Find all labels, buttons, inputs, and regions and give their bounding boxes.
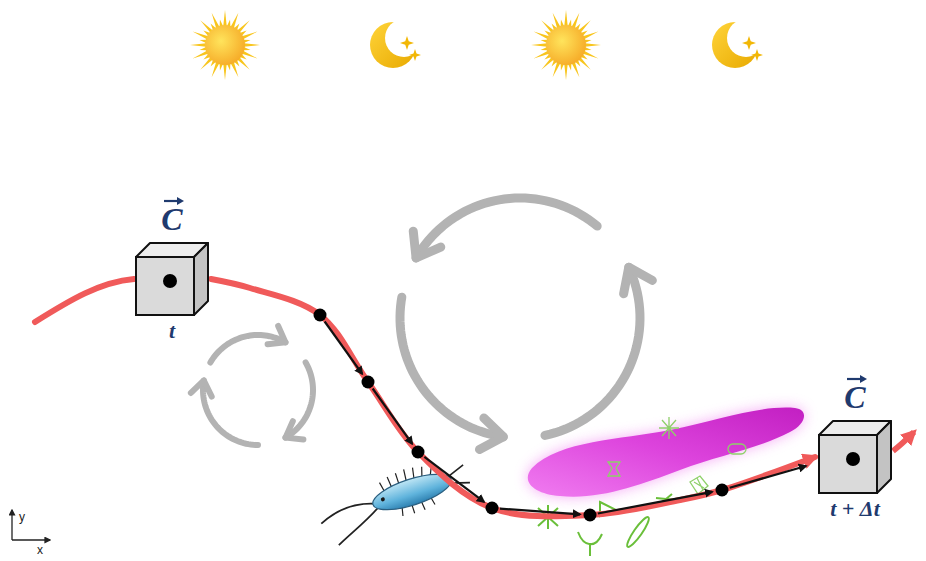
diatom xyxy=(608,462,620,476)
sun-ray xyxy=(223,10,226,26)
diatom xyxy=(728,444,746,454)
sun-ray xyxy=(531,43,547,46)
crescent xyxy=(712,22,758,68)
axis-label: x xyxy=(37,544,43,556)
step-arrow xyxy=(373,389,413,444)
particle-position xyxy=(716,484,729,497)
axis-label: y xyxy=(19,511,25,523)
trajectory-tail xyxy=(893,432,914,451)
small-eddy xyxy=(191,326,313,445)
eddy-arrowhead xyxy=(479,418,503,449)
sun-ray xyxy=(190,43,206,46)
star-icon xyxy=(751,49,763,61)
diatom-cup xyxy=(578,532,602,556)
diatom-sketches xyxy=(608,417,746,494)
sun-ray xyxy=(244,43,260,46)
trajectory-path xyxy=(211,279,815,516)
sun-ray xyxy=(572,62,580,78)
particle-dot xyxy=(846,452,860,466)
patch-body xyxy=(528,408,804,497)
vector-label-group: C xyxy=(159,196,185,237)
vector-arrow-shaft xyxy=(164,200,179,202)
sun-ray xyxy=(223,64,226,80)
eddy-arrowhead xyxy=(286,421,304,439)
particle-position xyxy=(584,509,597,522)
step-arrow xyxy=(598,492,712,514)
sun-ray xyxy=(564,64,567,80)
eddy-arrowhead xyxy=(413,231,440,258)
eddy-arrowhead xyxy=(268,326,286,344)
patch-glow xyxy=(528,408,804,497)
eddy-arrowhead xyxy=(191,380,212,396)
sample-volume: Ct + Δt xyxy=(817,374,893,520)
sun-icon xyxy=(531,10,601,80)
particle-dot xyxy=(163,274,177,288)
particle-position xyxy=(362,376,375,389)
time-label: t xyxy=(169,319,175,342)
step-arrow xyxy=(500,509,580,515)
concentration-vector: C xyxy=(844,381,865,415)
large-eddy xyxy=(400,198,652,450)
diatom-needle xyxy=(624,515,651,549)
sun-ray xyxy=(534,51,550,59)
cube-front xyxy=(819,435,877,493)
vector-label-group: C xyxy=(842,374,868,415)
particle-position xyxy=(486,502,499,515)
copepod-bristles xyxy=(313,451,476,548)
eddy-arrows xyxy=(191,198,652,450)
sun-ray xyxy=(242,32,258,40)
sun-ray xyxy=(553,13,561,29)
vector-arrow-shaft xyxy=(847,378,862,380)
copepod xyxy=(313,451,476,548)
cube-side xyxy=(194,243,208,315)
star-icon xyxy=(742,36,756,50)
sun-ray xyxy=(564,10,567,26)
cube-volume xyxy=(134,241,210,317)
step-arrow xyxy=(730,466,806,488)
copepod-eye xyxy=(380,497,385,502)
copepod-bristles-part xyxy=(332,508,385,545)
day-night-cycle xyxy=(190,10,763,80)
star-icon xyxy=(409,49,421,61)
step-arrow xyxy=(424,457,484,502)
lagrangian-steps xyxy=(314,309,807,522)
sample-volume: Ct xyxy=(134,196,210,342)
eddy-arrowhead xyxy=(624,267,653,294)
sun-ray xyxy=(231,62,239,78)
cube-volume xyxy=(817,419,893,495)
crescent xyxy=(370,22,416,68)
time-label: t + Δt xyxy=(830,497,880,520)
star-icon xyxy=(400,36,414,50)
step-arrow xyxy=(325,322,363,374)
sun-disc xyxy=(205,25,245,65)
trajectory-tail xyxy=(35,279,134,322)
sun-ray xyxy=(193,51,209,59)
moon-icon xyxy=(712,22,763,68)
sun-ray xyxy=(585,43,601,46)
y-axis-arrow xyxy=(11,510,12,540)
diatom xyxy=(690,476,708,494)
sun-icon xyxy=(190,10,260,80)
copepod-bristles-part xyxy=(319,499,376,524)
eddy-arc xyxy=(210,335,285,362)
phytoplankton-patch xyxy=(528,408,804,497)
sun-ray xyxy=(212,13,220,29)
cube-front xyxy=(136,257,194,315)
cube-side xyxy=(877,421,891,493)
particle-position xyxy=(412,446,425,459)
sun-ray xyxy=(583,32,599,40)
x-axis-arrow xyxy=(12,539,50,540)
particle-position xyxy=(314,309,327,322)
diatom xyxy=(659,417,679,439)
axis-symbol xyxy=(12,510,50,540)
concentration-vector: C xyxy=(161,203,182,237)
sun-disc xyxy=(546,25,586,65)
moon-icon xyxy=(370,22,421,68)
